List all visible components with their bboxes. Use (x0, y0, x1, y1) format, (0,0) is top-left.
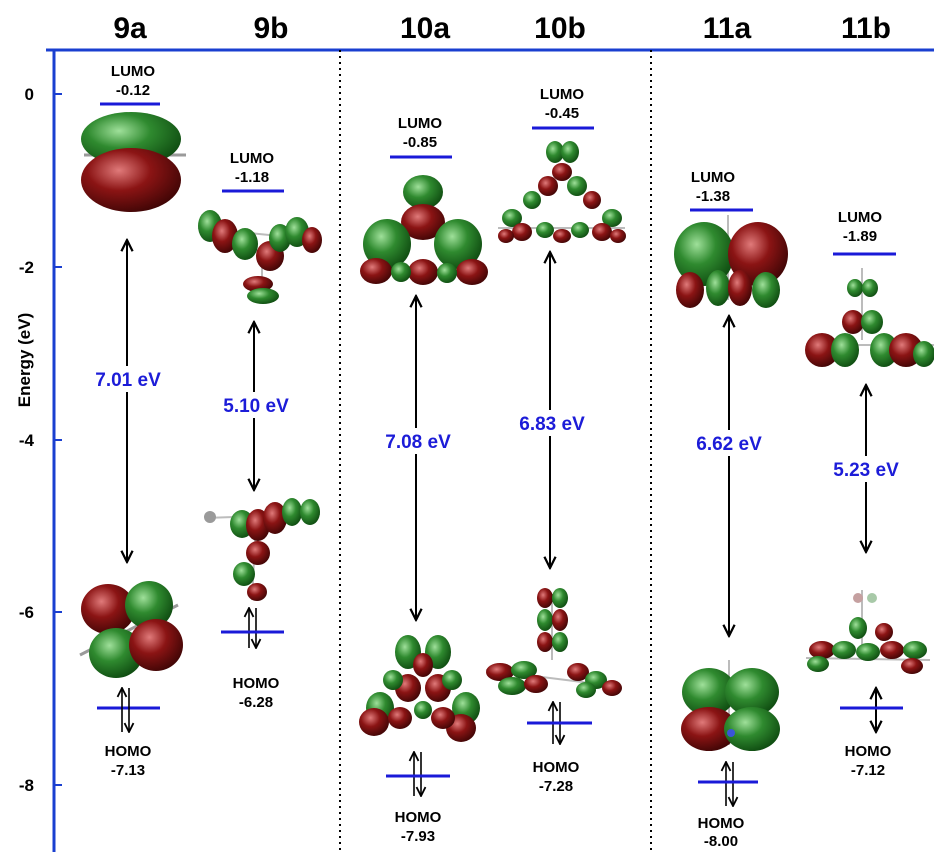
lumo-label-9a: LUMO (111, 63, 155, 80)
column-10a: LUMO -0.85 7.08 eV (359, 115, 488, 845)
column-11a: LUMO -1.38 6.62 eV HOMO -8.00 (674, 169, 788, 850)
lumo-label-10a: LUMO (398, 115, 442, 132)
lumo-value-11b: -1.89 (843, 228, 877, 245)
y-tick-label-0: 0 (25, 85, 34, 104)
homo-orbital-9b (204, 498, 321, 601)
homo-label-11b: HOMO (845, 743, 892, 760)
lumo-label-10b: LUMO (540, 86, 584, 103)
y-tick-label-neg6: -6 (19, 603, 34, 622)
gap-label-11a: 6.62 eV (696, 434, 762, 455)
lumo-value-9b: -1.18 (235, 169, 269, 186)
gap-label-9a: 7.01 eV (95, 370, 161, 391)
gap-label-10b: 6.83 eV (519, 414, 585, 435)
electron-pair-10a (414, 752, 421, 796)
homo-orbital-10b (485, 588, 622, 698)
homo-value-10a: -7.93 (401, 828, 435, 845)
lumo-label-11b: LUMO (838, 209, 882, 226)
y-axis-label: Energy (eV) (15, 313, 34, 407)
electron-pair-11a (726, 762, 733, 806)
y-tick-label-neg2: -2 (19, 258, 34, 277)
column-10b: LUMO -0.45 6.83 eV (485, 86, 626, 795)
lumo-orbital-10b (498, 141, 626, 243)
homo-label-10b: HOMO (533, 759, 580, 776)
y-tick-label-neg4: -4 (19, 431, 35, 450)
lumo-orbital-11b (805, 268, 934, 367)
electron-pair-9a (122, 688, 129, 732)
homo-label-9a: HOMO (105, 743, 152, 760)
lumo-orbital-9a (81, 112, 186, 212)
homo-value-9a: -7.13 (111, 762, 145, 779)
homo-orbital-11a (681, 660, 780, 751)
lumo-value-11a: -1.38 (696, 188, 730, 205)
gap-label-9b: 5.10 eV (223, 396, 289, 417)
lumo-value-9a: -0.12 (116, 82, 150, 99)
homo-value-9b: -6.28 (239, 694, 273, 711)
y-ticks: 0 -2 -4 -6 -8 (19, 85, 62, 795)
y-tick-label-neg8: -8 (19, 776, 34, 795)
lumo-label-11a: LUMO (691, 169, 735, 186)
title-10a: 10a (400, 12, 450, 45)
title-10b: 10b (534, 12, 586, 45)
homo-label-9b: HOMO (233, 675, 280, 692)
column-9a: LUMO -0.12 7.01 eV HOMO -7.13 (79, 63, 186, 779)
lumo-value-10b: -0.45 (545, 105, 579, 122)
title-11a: 11a (703, 12, 752, 45)
title-9a: 9a (113, 12, 147, 45)
lumo-label-9b: LUMO (230, 150, 274, 167)
lumo-value-10a: -0.85 (403, 134, 437, 151)
column-9b: LUMO -1.18 5.10 eV (197, 150, 322, 711)
homo-value-11b: -7.12 (851, 762, 885, 779)
homo-label-10a: HOMO (395, 809, 442, 826)
homo-orbital-11b (805, 590, 931, 674)
title-11b: 11b (841, 12, 891, 45)
homo-orbital-10a (359, 635, 480, 742)
lumo-orbital-10a (360, 175, 488, 285)
electron-pair-9b (249, 608, 256, 648)
lumo-orbital-9b (197, 210, 322, 304)
column-11b: LUMO -1.89 5.23 eV (805, 209, 934, 779)
title-9b: 9b (253, 12, 288, 45)
homo-value-11a: -8.00 (704, 833, 738, 850)
homo-orbital-9a (79, 581, 183, 678)
lumo-orbital-11a (674, 215, 788, 308)
gap-label-10a: 7.08 eV (385, 432, 451, 453)
gap-label-11b: 5.23 eV (833, 460, 899, 481)
homo-value-10b: -7.28 (539, 778, 573, 795)
homo-label-11a: HOMO (698, 815, 745, 832)
